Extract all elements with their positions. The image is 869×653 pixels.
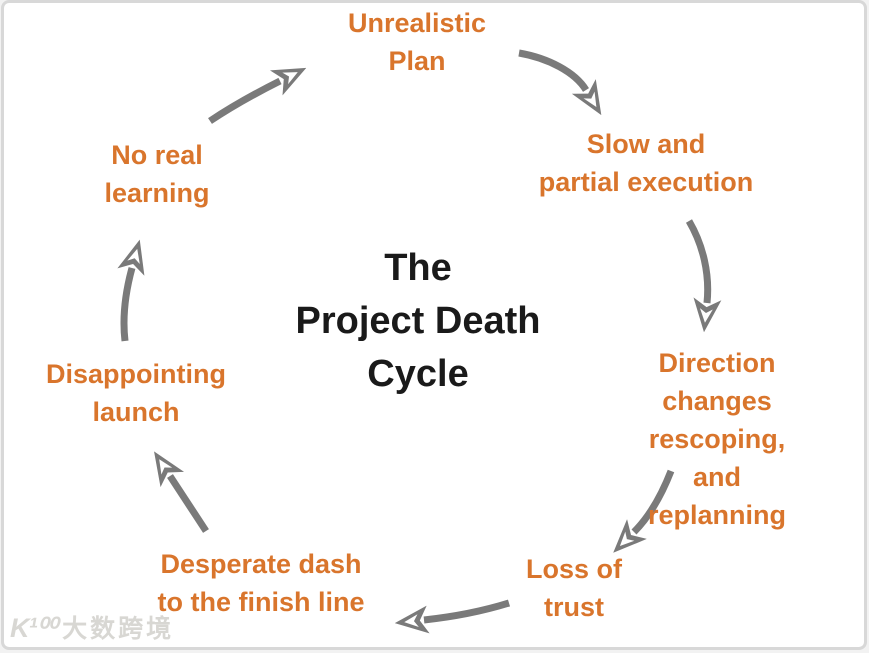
arrow-loss-of-trust-to-desperate-dash xyxy=(394,599,511,634)
watermark-text: 大数跨境 xyxy=(62,615,175,643)
node-no-real-learning: No real learning xyxy=(104,140,210,208)
node-desperate-dash: Desperate dash to the finish line xyxy=(157,549,365,617)
node-disappointing-launch: Disappointing launch xyxy=(46,359,226,427)
watermark: K¹⁰⁰ 大数跨境 xyxy=(10,609,174,645)
watermark-logo-icon: K¹⁰⁰ xyxy=(10,613,57,643)
arrow-desperate-dash-to-disappointing-launch xyxy=(154,451,209,533)
arrow-disappointing-launch-to-no-real-learning xyxy=(117,239,145,342)
arrow-no-real-learning-to-plan xyxy=(208,67,307,124)
node-unrealistic-plan: Unrealistic Plan xyxy=(347,8,487,76)
cycle-title: The Project Death Cycle xyxy=(295,247,541,395)
arrow-plan-to-execution xyxy=(518,49,602,116)
node-slow-partial-execution: Slow and partial execution xyxy=(538,129,754,197)
arrow-execution-to-direction-changes xyxy=(685,219,722,333)
node-direction-changes: Direction changes rescoping, and replann… xyxy=(647,348,786,530)
node-loss-of-trust: Loss of trust xyxy=(525,554,623,622)
